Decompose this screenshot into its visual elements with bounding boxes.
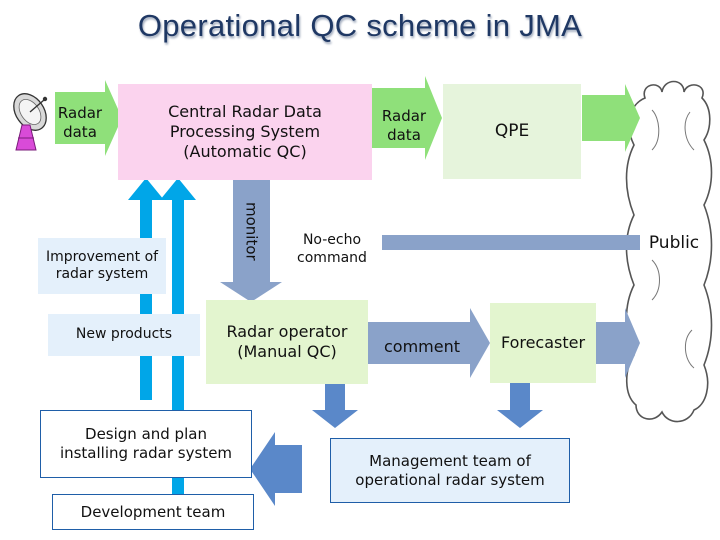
page-title: Operational QC scheme in JMA [137, 8, 583, 43]
arrow-forecaster-down [497, 383, 543, 428]
arrow-comment [368, 308, 490, 378]
radar-data-in-label: Radar data [57, 104, 103, 141]
improvement-box: Improvement of radar system [38, 238, 166, 294]
arrow-qpe-to-public [582, 84, 640, 152]
arrow-operator-down [312, 383, 358, 428]
development-team-label: Development team [80, 502, 226, 521]
development-team-box: Development team [52, 494, 254, 530]
arrow-no-echo [380, 235, 640, 250]
radar-operator-label: Radar operator (Manual QC) [226, 322, 348, 361]
new-products-box: New products [48, 314, 200, 356]
central-processing-system-label: Central Radar Data Processing System (Au… [168, 102, 322, 161]
comment-label: comment [383, 337, 460, 356]
no-echo-command-label: No-echo command [282, 232, 382, 267]
improvement-label: Improvement of radar system [45, 248, 159, 283]
arrow-radar-data-in [55, 80, 122, 156]
arrow-forecaster-to-public [596, 308, 640, 378]
forecaster-label: Forecaster [500, 333, 586, 352]
public-label: Public [648, 233, 700, 253]
arrow-monitor-down [220, 180, 282, 302]
radar-data-out-label: Radar data [381, 107, 427, 144]
new-products-label: New products [75, 326, 173, 343]
arrow-management-to-design [250, 432, 302, 506]
management-box: Management team of operational radar sys… [330, 438, 570, 503]
qpe-label: QPE [494, 120, 530, 141]
design-plan-label: Design and plan installing radar system [59, 425, 233, 462]
forecaster-box: Forecaster [490, 303, 596, 383]
design-plan-box: Design and plan installing radar system [40, 410, 252, 478]
management-label: Management team of operational radar sys… [355, 451, 545, 489]
arrow-radar-data-out [370, 76, 442, 160]
monitor-label: monitor [242, 202, 261, 261]
radar-operator-box: Radar operator (Manual QC) [206, 300, 368, 384]
central-processing-system: Central Radar Data Processing System (Au… [118, 84, 372, 180]
qpe-box: QPE [443, 84, 581, 179]
